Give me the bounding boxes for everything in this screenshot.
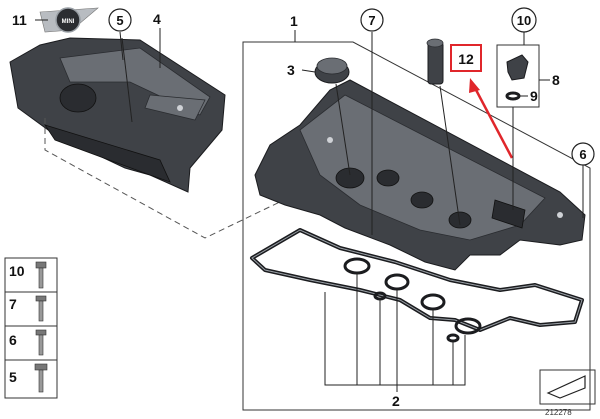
callout-11: 11	[12, 12, 27, 28]
legend-item-6: 6	[9, 332, 17, 348]
callout-1: 1	[290, 13, 298, 29]
spark-plug-tube	[426, 38, 444, 85]
mini-emblem: MINI	[39, 7, 99, 33]
callout-9: 9	[530, 88, 538, 104]
callout-box-12	[450, 44, 482, 72]
legend-item-7: 7	[9, 296, 17, 312]
callout-4: 4	[153, 11, 161, 27]
highlight-arrow-head	[469, 78, 480, 93]
cover-frame	[242, 41, 591, 411]
callout-circle-10	[511, 7, 537, 33]
legend-item-10: 10	[9, 263, 25, 279]
bolt-10-icon	[35, 261, 47, 289]
callout-circle-7	[360, 8, 384, 32]
callout-6: 6	[579, 147, 586, 162]
callout-3: 3	[287, 62, 295, 78]
callout-circle-6	[571, 142, 595, 166]
callout-5: 5	[116, 13, 123, 28]
oil-filler-cap	[314, 57, 350, 84]
engine-cover	[9, 37, 226, 193]
mini-logo-text: MINI	[62, 19, 75, 25]
bolt-6-icon	[35, 329, 47, 356]
bolt-5-icon	[34, 363, 48, 393]
diagram-number: 212278	[545, 408, 572, 417]
callout-2: 2	[392, 393, 400, 409]
callout-circle-5	[108, 8, 132, 32]
legend-item-5: 5	[9, 369, 17, 385]
diagram-number-box: 212278	[539, 369, 596, 417]
callout-12: 12	[458, 51, 474, 67]
fastener-legend: 10 7 6 5	[4, 257, 58, 399]
cylinder-head-cover	[254, 79, 586, 271]
camshaft-sensor	[496, 44, 540, 108]
arrow-corner-icon	[546, 375, 586, 399]
callout-10: 10	[517, 13, 531, 28]
callout-7: 7	[368, 13, 375, 28]
callout-8: 8	[552, 72, 560, 88]
cover-link-dashed	[44, 118, 316, 239]
bolt-7-icon	[35, 295, 47, 322]
highlight-arrow	[473, 87, 514, 159]
